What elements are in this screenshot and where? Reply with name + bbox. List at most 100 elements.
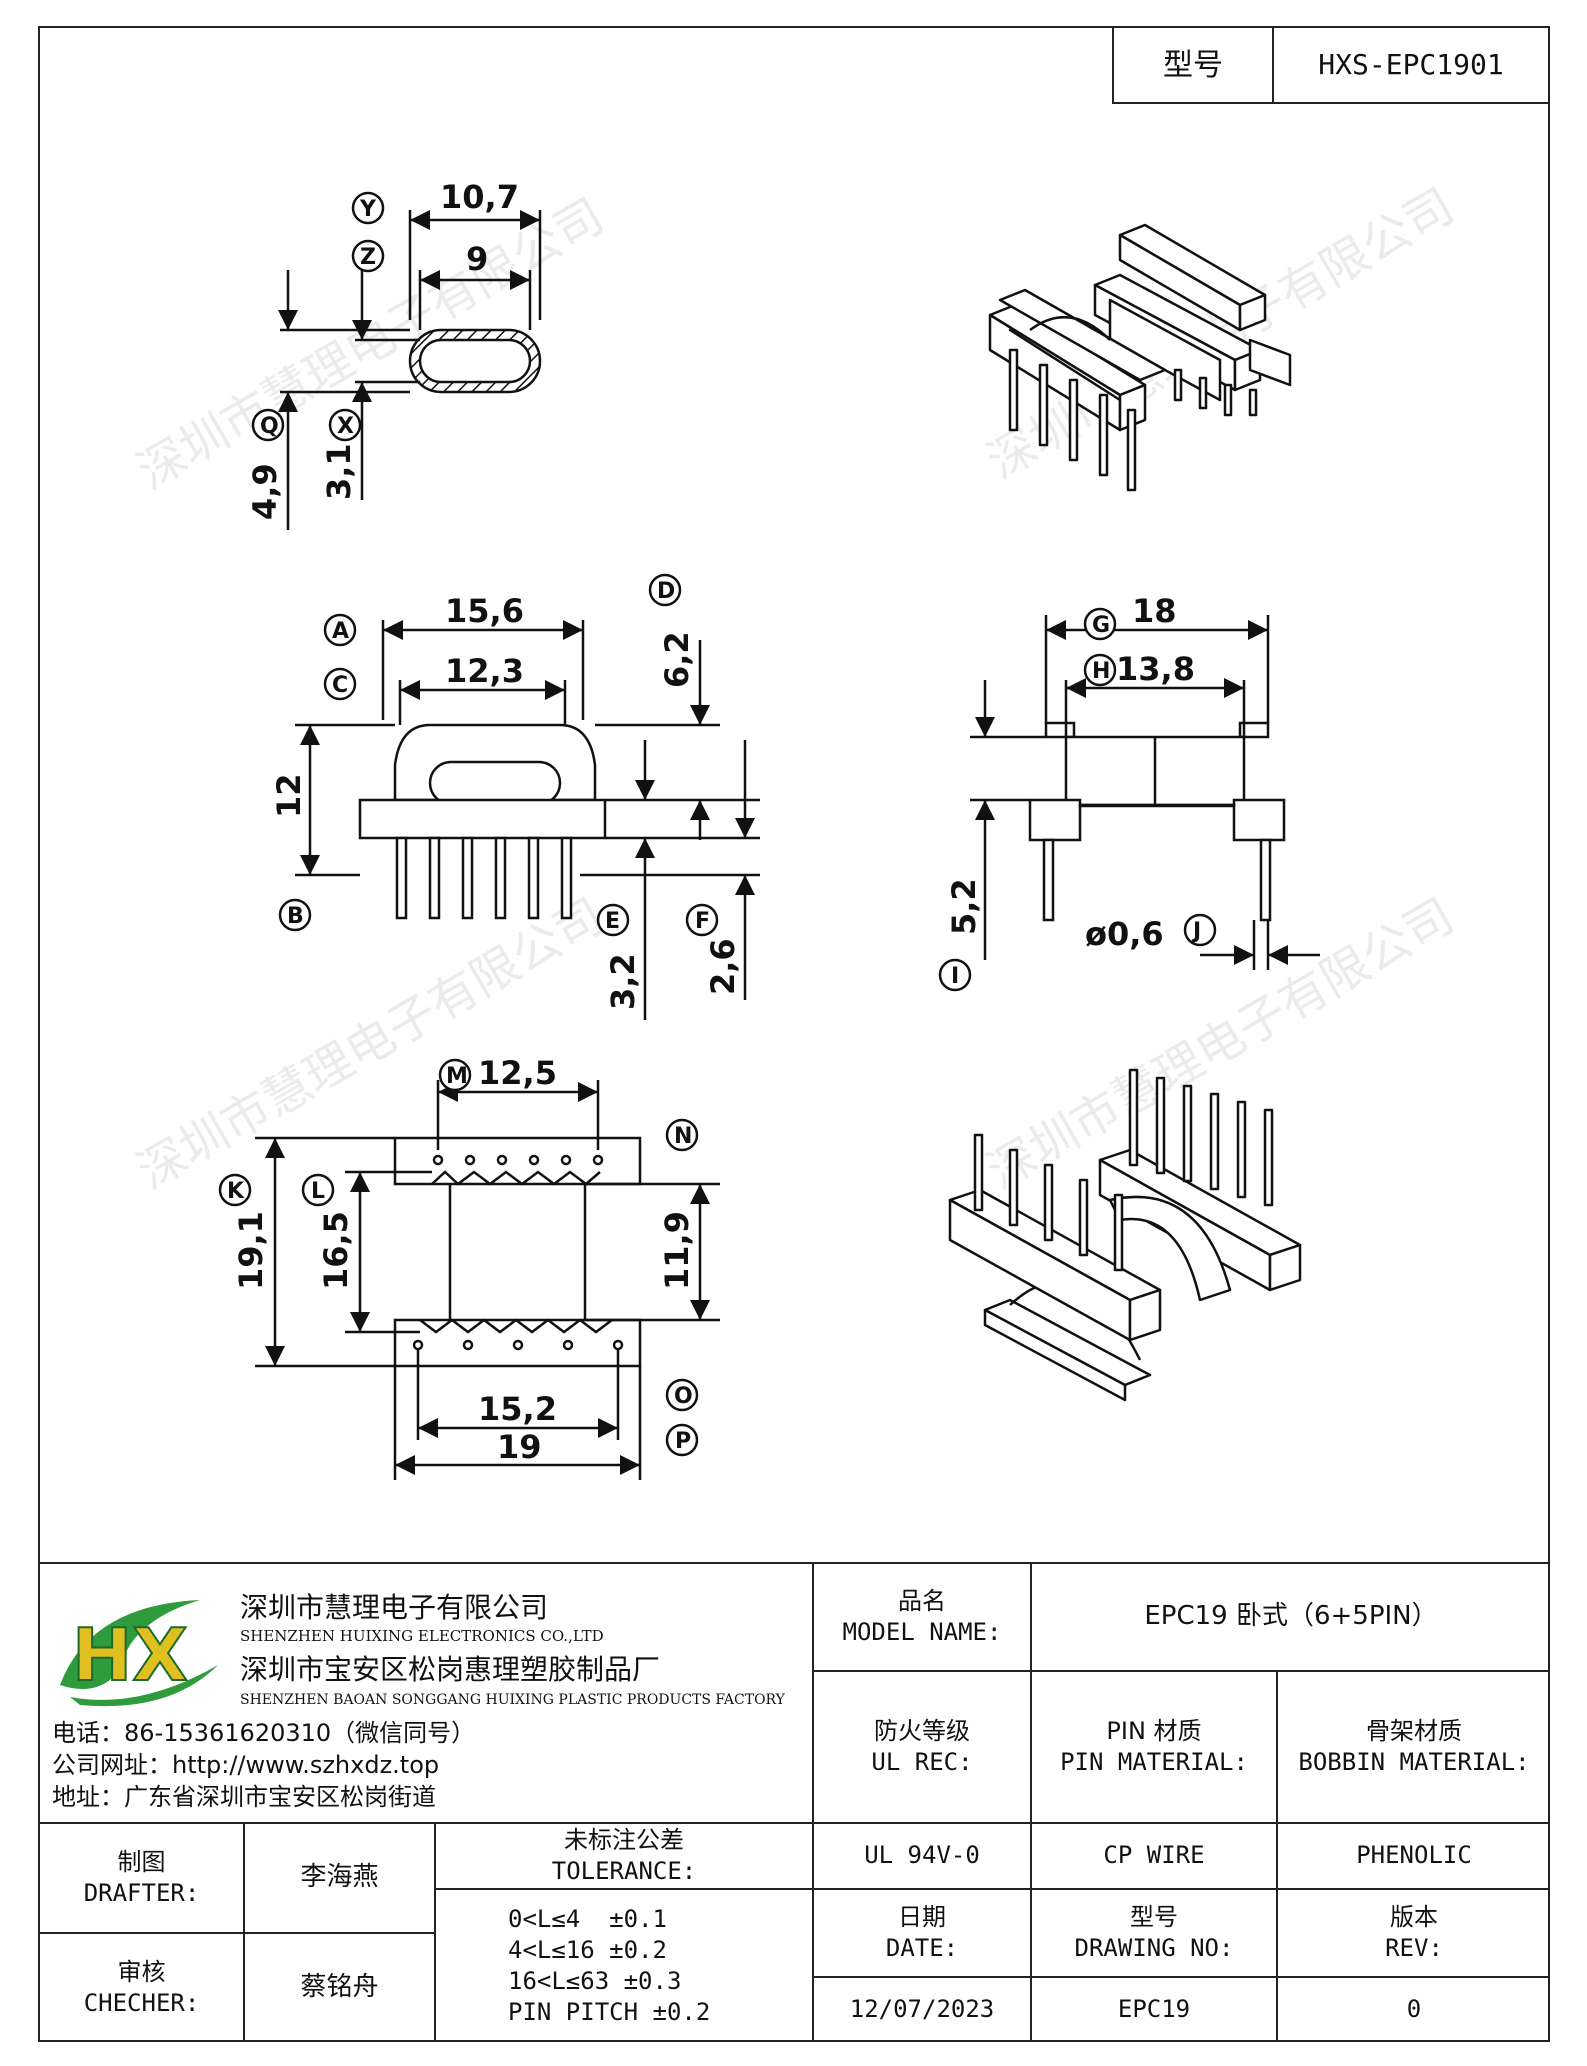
label-m-icon: M — [438, 1058, 472, 1092]
dim-front-d: 6,2 — [658, 631, 696, 688]
dim-bottom-m: 12,5 — [478, 1054, 557, 1092]
svg-text:J: J — [1191, 919, 1201, 944]
label-y-icon: Y — [351, 191, 385, 225]
header-box-bottom — [1112, 102, 1550, 104]
svg-text:D: D — [657, 579, 675, 604]
checker-name: 蔡铭舟 — [300, 1972, 379, 2003]
tolerance-label-en: TOLERANCE: — [551, 1857, 697, 1885]
tolerance-row: 4<L≤16 ±0.2 — [508, 1935, 667, 1964]
drawing-no-label-en: DRAWING NO: — [1074, 1934, 1234, 1962]
company-website[interactable]: 公司网址：http://www.szhxdz.top — [52, 1751, 440, 1780]
svg-text:P: P — [675, 1429, 691, 1454]
technical-drawing: 深圳市慧理电子有限公司 深圳市慧理电子有限公司 深圳市慧理电子有限公司 深圳市慧… — [128, 178, 1463, 1480]
svg-text:B: B — [287, 904, 304, 929]
svg-text:Y: Y — [359, 197, 377, 222]
label-k-icon: K — [218, 1173, 252, 1207]
svg-text:A: A — [332, 619, 349, 644]
iso-bottom-front-pins — [973, 1133, 1124, 1272]
dim-top-outer-width: 10,7 — [440, 178, 519, 216]
label-n-icon: N — [665, 1118, 699, 1152]
tolerance-row: 16<L≤63 ±0.3 — [508, 1967, 682, 1995]
checker-label: 审核 CHECHER: — [40, 1934, 243, 2042]
label-b-icon: B — [278, 898, 312, 932]
company-logo-icon: HX — [60, 1600, 218, 1707]
tolerance-list: 0<L≤4 ±0.1 4<L≤16 ±0.2 16<L≤63 ±0.3 PIN … — [436, 1890, 812, 2042]
svg-text:X: X — [337, 414, 354, 439]
drawing-no-label-cn: 型号 — [1130, 1902, 1178, 1931]
date-value: 12/07/2023 — [849, 1995, 995, 2024]
label-a-icon: A — [323, 613, 357, 647]
svg-text:N: N — [674, 1124, 692, 1149]
dim-front-a: 15,6 — [445, 592, 524, 630]
dim-top-inner-width: 9 — [466, 240, 488, 278]
model-name-value: EPC19 卧式（6+5PIN） — [1144, 1601, 1438, 1632]
dim-side-j: ø0,6 — [1085, 915, 1164, 953]
model-number: HXS-EPC1901 — [1318, 47, 1504, 81]
bottom-pin-holes — [412, 1154, 624, 1351]
label-q-icon: Q — [251, 408, 285, 442]
rev-label-en: REV: — [1385, 1934, 1443, 1962]
svg-text:M: M — [446, 1064, 468, 1089]
drafter-label-en: DRAFTER: — [83, 1879, 200, 1907]
model-name-label-en: MODEL NAME: — [842, 1618, 1002, 1646]
tolerance-label-cn: 未标注公差 — [564, 1825, 684, 1854]
ul-rec-label-en: UL REC: — [871, 1748, 973, 1776]
rev-value: 0 — [1406, 1995, 1422, 2024]
svg-text:L: L — [311, 1179, 325, 1204]
date-label-en: DATE: — [885, 1934, 959, 1962]
bobbin-material-label-cn: 骨架材质 — [1366, 1716, 1462, 1745]
dim-front-c: 12,3 — [445, 652, 524, 690]
company-name-cn: 深圳市慧理电子有限公司 — [240, 1590, 549, 1624]
svg-text:O: O — [674, 1384, 693, 1409]
label-g-icon: G — [1083, 607, 1117, 641]
rev-label: 版本 REV: — [1278, 1890, 1550, 1976]
drawing-frame — [38, 26, 1550, 2042]
factory-name-en: SHENZHEN BAOAN SONGGANG HUIXING PLASTIC … — [240, 1691, 785, 1708]
dim-bottom-n: 11,9 — [658, 1211, 696, 1290]
front-pins — [395, 836, 573, 920]
label-d-icon: D — [648, 573, 682, 607]
dim-side-i: 5,2 — [945, 878, 983, 935]
svg-text:K: K — [227, 1179, 245, 1204]
drafter-label-cn: 制图 — [117, 1847, 166, 1876]
pin-material-label: PIN 材质 PIN MATERIAL: — [1032, 1672, 1276, 1822]
dim-bottom-p: 19 — [497, 1428, 542, 1466]
side-view — [970, 615, 1320, 970]
drafter-name: 李海燕 — [300, 1862, 379, 1893]
dim-front-height: 12 — [270, 773, 308, 818]
tolerance-row: 0<L≤4 ±0.1 — [508, 1904, 667, 1933]
dim-bottom-k: 19,1 — [232, 1211, 270, 1290]
tolerance-label: 未标注公差 TOLERANCE: — [436, 1824, 812, 1888]
date-label: 日期 DATE: — [814, 1890, 1030, 1976]
svg-text:C: C — [332, 673, 348, 698]
ul-rec-value: UL 94V-0 — [864, 1841, 980, 1870]
label-c-icon: C — [323, 667, 357, 701]
company-address: 地址：广东省深圳市宝安区松岗街道 — [52, 1783, 436, 1812]
iso-top-back-pins — [1173, 368, 1258, 417]
label-f-icon: F — [685, 903, 719, 937]
date-label-cn: 日期 — [898, 1902, 946, 1931]
label-x-icon: X — [328, 408, 362, 442]
model-name-label-cn: 品名 — [898, 1586, 946, 1615]
company-name-en: SHENZHEN HUIXING ELECTRONICS CO.,LTD — [240, 1627, 604, 1646]
dim-front-e: 3,2 — [604, 953, 642, 1010]
company-phone: 电话：86-15361620310（微信同号） — [52, 1719, 476, 1748]
model-name-label: 品名 MODEL NAME: — [814, 1564, 1030, 1670]
checker-label-cn: 审核 — [117, 1957, 166, 1986]
header-box-left — [1112, 26, 1114, 104]
dim-side-h: 13,8 — [1116, 650, 1195, 688]
label-z-icon: Z — [351, 239, 385, 273]
bobbin-material-value: PHENOLIC — [1356, 1841, 1472, 1870]
isometric-view-bottom — [948, 1068, 1302, 1402]
bobbin-material-label: 骨架材质 BOBBIN MATERIAL: — [1278, 1672, 1550, 1822]
drawing-no-value: EPC19 — [1117, 1995, 1191, 2024]
model-label: 型号 — [1163, 47, 1223, 83]
isometric-view-top — [988, 223, 1292, 492]
label-l-icon: L — [301, 1173, 335, 1207]
checker-label-en: CHECHER: — [83, 1989, 200, 2017]
svg-text:Q: Q — [260, 414, 279, 439]
bobbin-material-label-en: BOBBIN MATERIAL: — [1298, 1748, 1530, 1776]
dim-top-inner-height: 3,1 — [320, 443, 358, 500]
top-view — [278, 210, 542, 530]
dim-front-f: 2,6 — [704, 938, 742, 995]
